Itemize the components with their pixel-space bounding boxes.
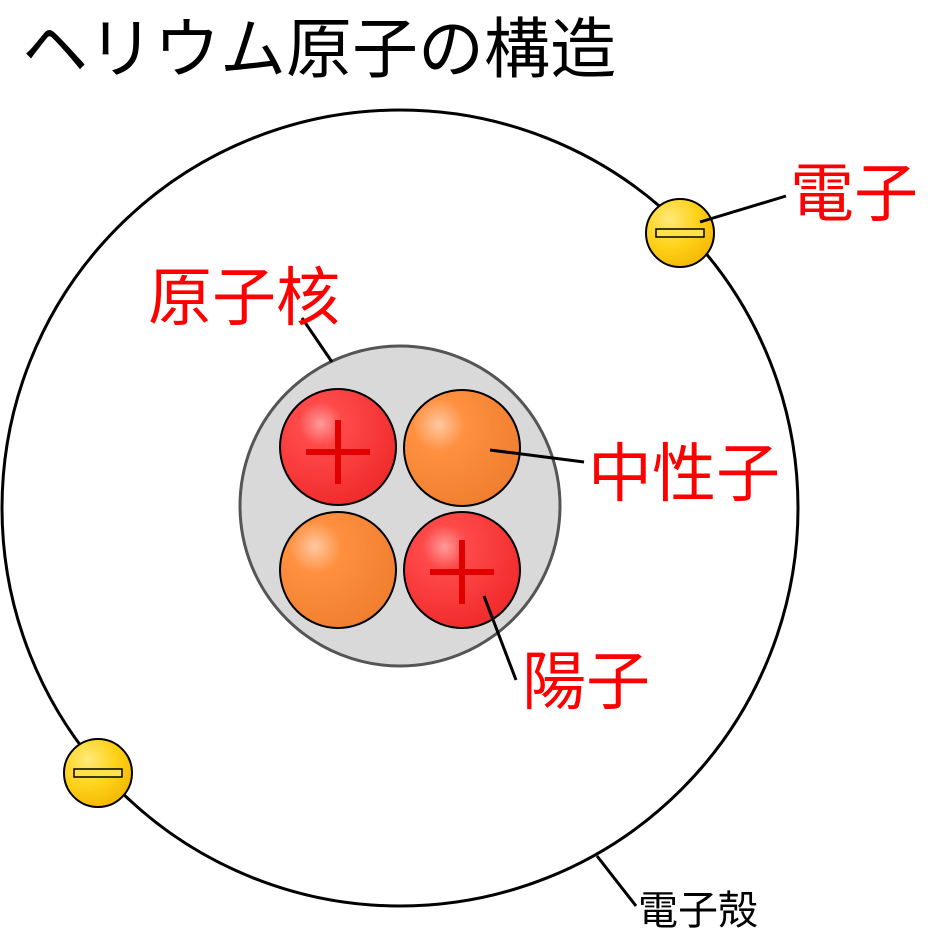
label-electron-shell: 電子殻 [638, 888, 758, 932]
leader-line-proton [482, 595, 518, 681]
label-proton: 陽子 [522, 646, 650, 720]
leader-line-electron-shell [595, 855, 638, 907]
proton-2 [403, 511, 521, 629]
minus-sign-icon [655, 228, 705, 238]
neutron-1 [403, 389, 521, 507]
nucleus [238, 344, 562, 668]
minus-sign-icon [73, 768, 123, 778]
electron-shell-orbit [0, 108, 800, 908]
label-neutron: 中性子 [588, 438, 780, 512]
neutron-2 [279, 511, 397, 629]
leader-line-neutron [489, 448, 585, 464]
leader-line-electron [699, 194, 787, 224]
leader-line-nucleus [300, 317, 334, 363]
electron-2 [63, 738, 133, 808]
plus-sign-icon [430, 540, 494, 604]
label-nucleus: 原子核 [148, 262, 340, 336]
label-electron: 電子 [790, 158, 918, 232]
diagram-title: ヘリウム原子の構造 [22, 11, 616, 88]
plus-sign-icon [306, 420, 370, 484]
electron-1 [645, 198, 715, 268]
proton-1 [279, 388, 397, 506]
